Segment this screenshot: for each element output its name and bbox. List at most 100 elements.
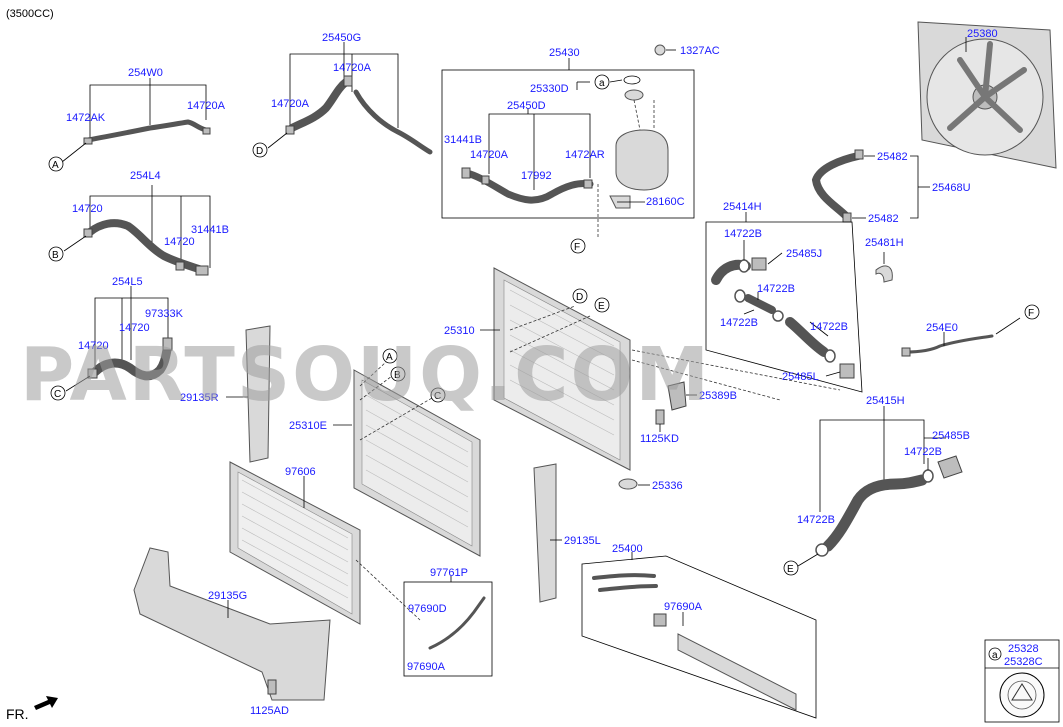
svg-text:D: D (256, 146, 263, 157)
part-label-14720[interactable]: 14720 (72, 203, 103, 215)
part-label-1125KD[interactable]: 1125KD (640, 433, 679, 445)
part-label-97761P[interactable]: 97761P (430, 567, 468, 579)
callout-F[interactable]: F (1024, 304, 1040, 320)
part-label-14722B[interactable]: 14722B (757, 283, 795, 295)
front-arrow-icon (34, 696, 58, 710)
legend-part-25328C[interactable]: 25328C (1004, 656, 1043, 668)
hose-25468U-group: 25482 25482 25468U (811, 149, 971, 225)
reservoir-cap (624, 89, 644, 101)
svg-text:E: E (787, 564, 794, 575)
fan-shroud-25380-group: 25380 (917, 21, 1057, 169)
part-label-25389B[interactable]: 25389B (699, 390, 737, 402)
part-label-14720[interactable]: 14720 (78, 340, 109, 352)
part-label-14722B[interactable]: 14722B (904, 446, 942, 458)
part-label-25482[interactable]: 25482 (868, 213, 899, 225)
part-label-25485B[interactable]: 25485B (932, 430, 970, 442)
part-label-25468U[interactable]: 25468U (932, 182, 971, 194)
callout-B[interactable]: B (390, 366, 406, 382)
part-label-254W0[interactable]: 254W0 (128, 67, 163, 79)
part-label-29135G[interactable]: 29135G (208, 590, 247, 602)
part-label-1472AR[interactable]: 1472AR (565, 149, 605, 161)
connector-part (751, 257, 767, 271)
svg-text:a: a (599, 78, 605, 89)
part-label-31441B[interactable]: 31441B (444, 134, 482, 146)
warning-cap-label (999, 672, 1045, 718)
clamp-part (285, 125, 295, 135)
svg-text:F: F (1028, 308, 1034, 319)
part-label-14722B[interactable]: 14722B (797, 514, 835, 526)
callout-a[interactable]: a (594, 74, 610, 90)
part-label-14720[interactable]: 14720 (164, 236, 195, 248)
watermark: PARTSOUQ.COM (20, 332, 711, 418)
part-label-25485J[interactable]: 25485J (786, 248, 822, 260)
part-label-97690D[interactable]: 97690D (408, 603, 447, 615)
clamp-part (175, 261, 185, 271)
part-label-14720A[interactable]: 14720A (271, 98, 310, 110)
part-label-25330D[interactable]: 25330D (530, 83, 569, 95)
clamp-part (83, 228, 93, 238)
callout-C[interactable]: C (50, 385, 66, 401)
cooler-core (677, 633, 797, 711)
callout-C[interactable]: C (430, 387, 446, 403)
callout-E[interactable]: E (594, 297, 610, 313)
part-label-31441B[interactable]: 31441B (191, 224, 229, 236)
part-label-25450G[interactable]: 25450G (322, 32, 361, 44)
part-label-14720A[interactable]: 14720A (187, 100, 226, 112)
clamp-part (461, 167, 471, 179)
part-label-14722B[interactable]: 14722B (724, 228, 762, 240)
part-label-17992[interactable]: 17992 (521, 170, 552, 182)
part-label-97690A[interactable]: 97690A (407, 661, 446, 673)
part-label-25380[interactable]: 25380 (967, 28, 998, 40)
part-label-1125AD[interactable]: 1125AD (250, 705, 289, 717)
hose-25414H-group: 25414H 14722B 25485J 14722B 14722B 14722… (705, 201, 863, 393)
part-label-25414H[interactable]: 25414H (723, 201, 762, 213)
part-label-14720A[interactable]: 14720A (333, 62, 372, 74)
callout-F[interactable]: F (570, 238, 586, 254)
part-label-1472AK[interactable]: 1472AK (66, 112, 106, 124)
clamp-part (842, 212, 852, 223)
clamp-part (901, 347, 911, 357)
part-label-97333K[interactable]: 97333K (145, 308, 184, 320)
part-label-25430[interactable]: 25430 (549, 47, 580, 59)
air-guard-29135L (533, 463, 557, 603)
part-label-28160C[interactable]: 28160C (646, 196, 685, 208)
part-label-25482[interactable]: 25482 (877, 151, 908, 163)
part-label-254L5[interactable]: 254L5 (112, 276, 143, 288)
svg-text:A: A (52, 160, 59, 171)
svg-text:F: F (574, 242, 580, 253)
part-label-25400[interactable]: 25400 (612, 543, 643, 555)
front-direction-label: FR. (6, 706, 29, 722)
part-label-254L4[interactable]: 254L4 (130, 170, 161, 182)
callout-E[interactable]: E (783, 560, 799, 576)
mount-25336 (618, 478, 638, 490)
callout-D[interactable]: D (572, 288, 588, 304)
part-label-25481H[interactable]: 25481H (865, 237, 904, 249)
part-label-97690A[interactable]: 97690A (664, 601, 703, 613)
legend-part-25328[interactable]: 25328 (1008, 643, 1039, 655)
callout-B[interactable]: B (48, 246, 64, 262)
part-label-25450D[interactable]: 25450D (507, 100, 546, 112)
part-label-29135R[interactable]: 29135R (180, 392, 219, 404)
air-guard-29135R (245, 325, 271, 463)
part-label-14722B[interactable]: 14722B (720, 317, 758, 329)
part-label-254E0[interactable]: 254E0 (926, 322, 958, 334)
part-label-25310E[interactable]: 25310E (289, 420, 327, 432)
part-label-14722B[interactable]: 14722B (810, 321, 848, 333)
hose-254W0-group: 254W0 1472AK 14720A (61, 67, 226, 163)
callout-A[interactable]: A (48, 156, 64, 172)
part-label-25336[interactable]: 25336 (652, 480, 683, 492)
part-label-25310[interactable]: 25310 (444, 325, 475, 337)
legend-callout-a (988, 647, 1002, 661)
part-label-25485L[interactable]: 25485L (782, 371, 819, 383)
part-label-14720A[interactable]: 14720A (470, 149, 509, 161)
callout-D[interactable]: D (252, 142, 268, 158)
part-label-1327AC[interactable]: 1327AC (680, 45, 720, 57)
callout-A[interactable]: A (382, 348, 398, 364)
svg-text:A: A (386, 352, 393, 363)
hose-254L4-group: 254L4 14720 14720 31441B (63, 170, 229, 276)
part-label-29135L[interactable]: 29135L (564, 535, 601, 547)
part-label-97606[interactable]: 97606 (285, 466, 316, 478)
part-label-25415H[interactable]: 25415H (866, 395, 905, 407)
part-label-14720[interactable]: 14720 (119, 322, 150, 334)
